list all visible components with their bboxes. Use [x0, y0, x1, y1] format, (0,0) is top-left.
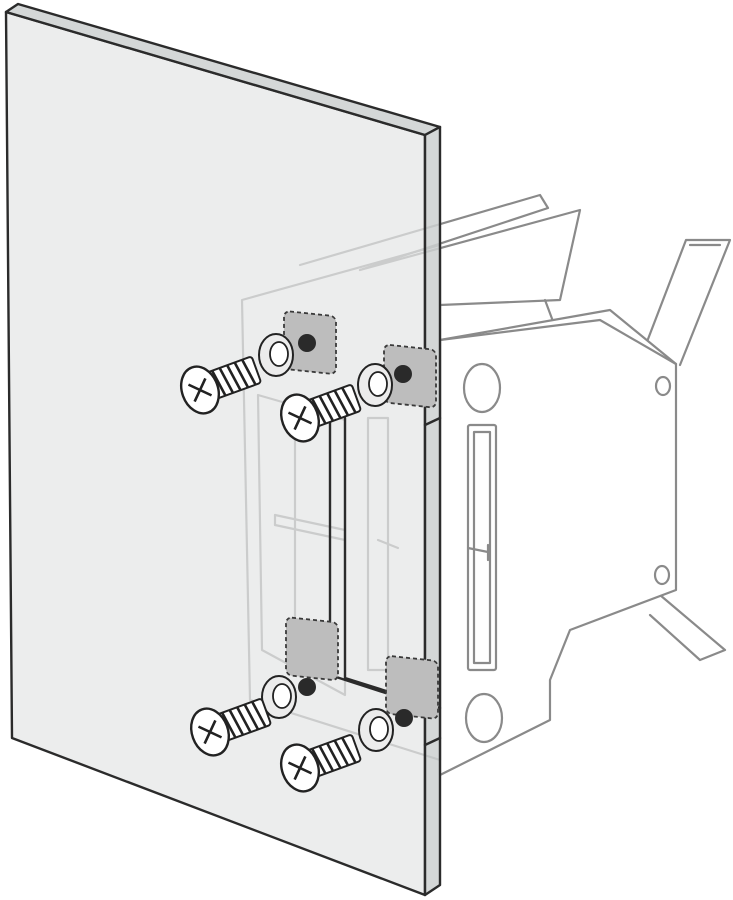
mounting-panel [4, 2, 442, 897]
square-nut-top-right [383, 344, 437, 409]
washer-bottom-right [358, 708, 394, 752]
screw-bottom-left [189, 698, 272, 757]
screw-top-right [279, 384, 362, 443]
square-nut-bottom-left [285, 616, 339, 696]
square-nut-bottom-right [385, 655, 439, 727]
washer-bottom-left [261, 675, 297, 719]
screw-bottom-right [279, 734, 362, 793]
washer-top-right [357, 363, 393, 407]
square-nut-top-left [283, 310, 337, 375]
screw-top-left [179, 356, 262, 415]
washer-top-left [258, 333, 294, 377]
